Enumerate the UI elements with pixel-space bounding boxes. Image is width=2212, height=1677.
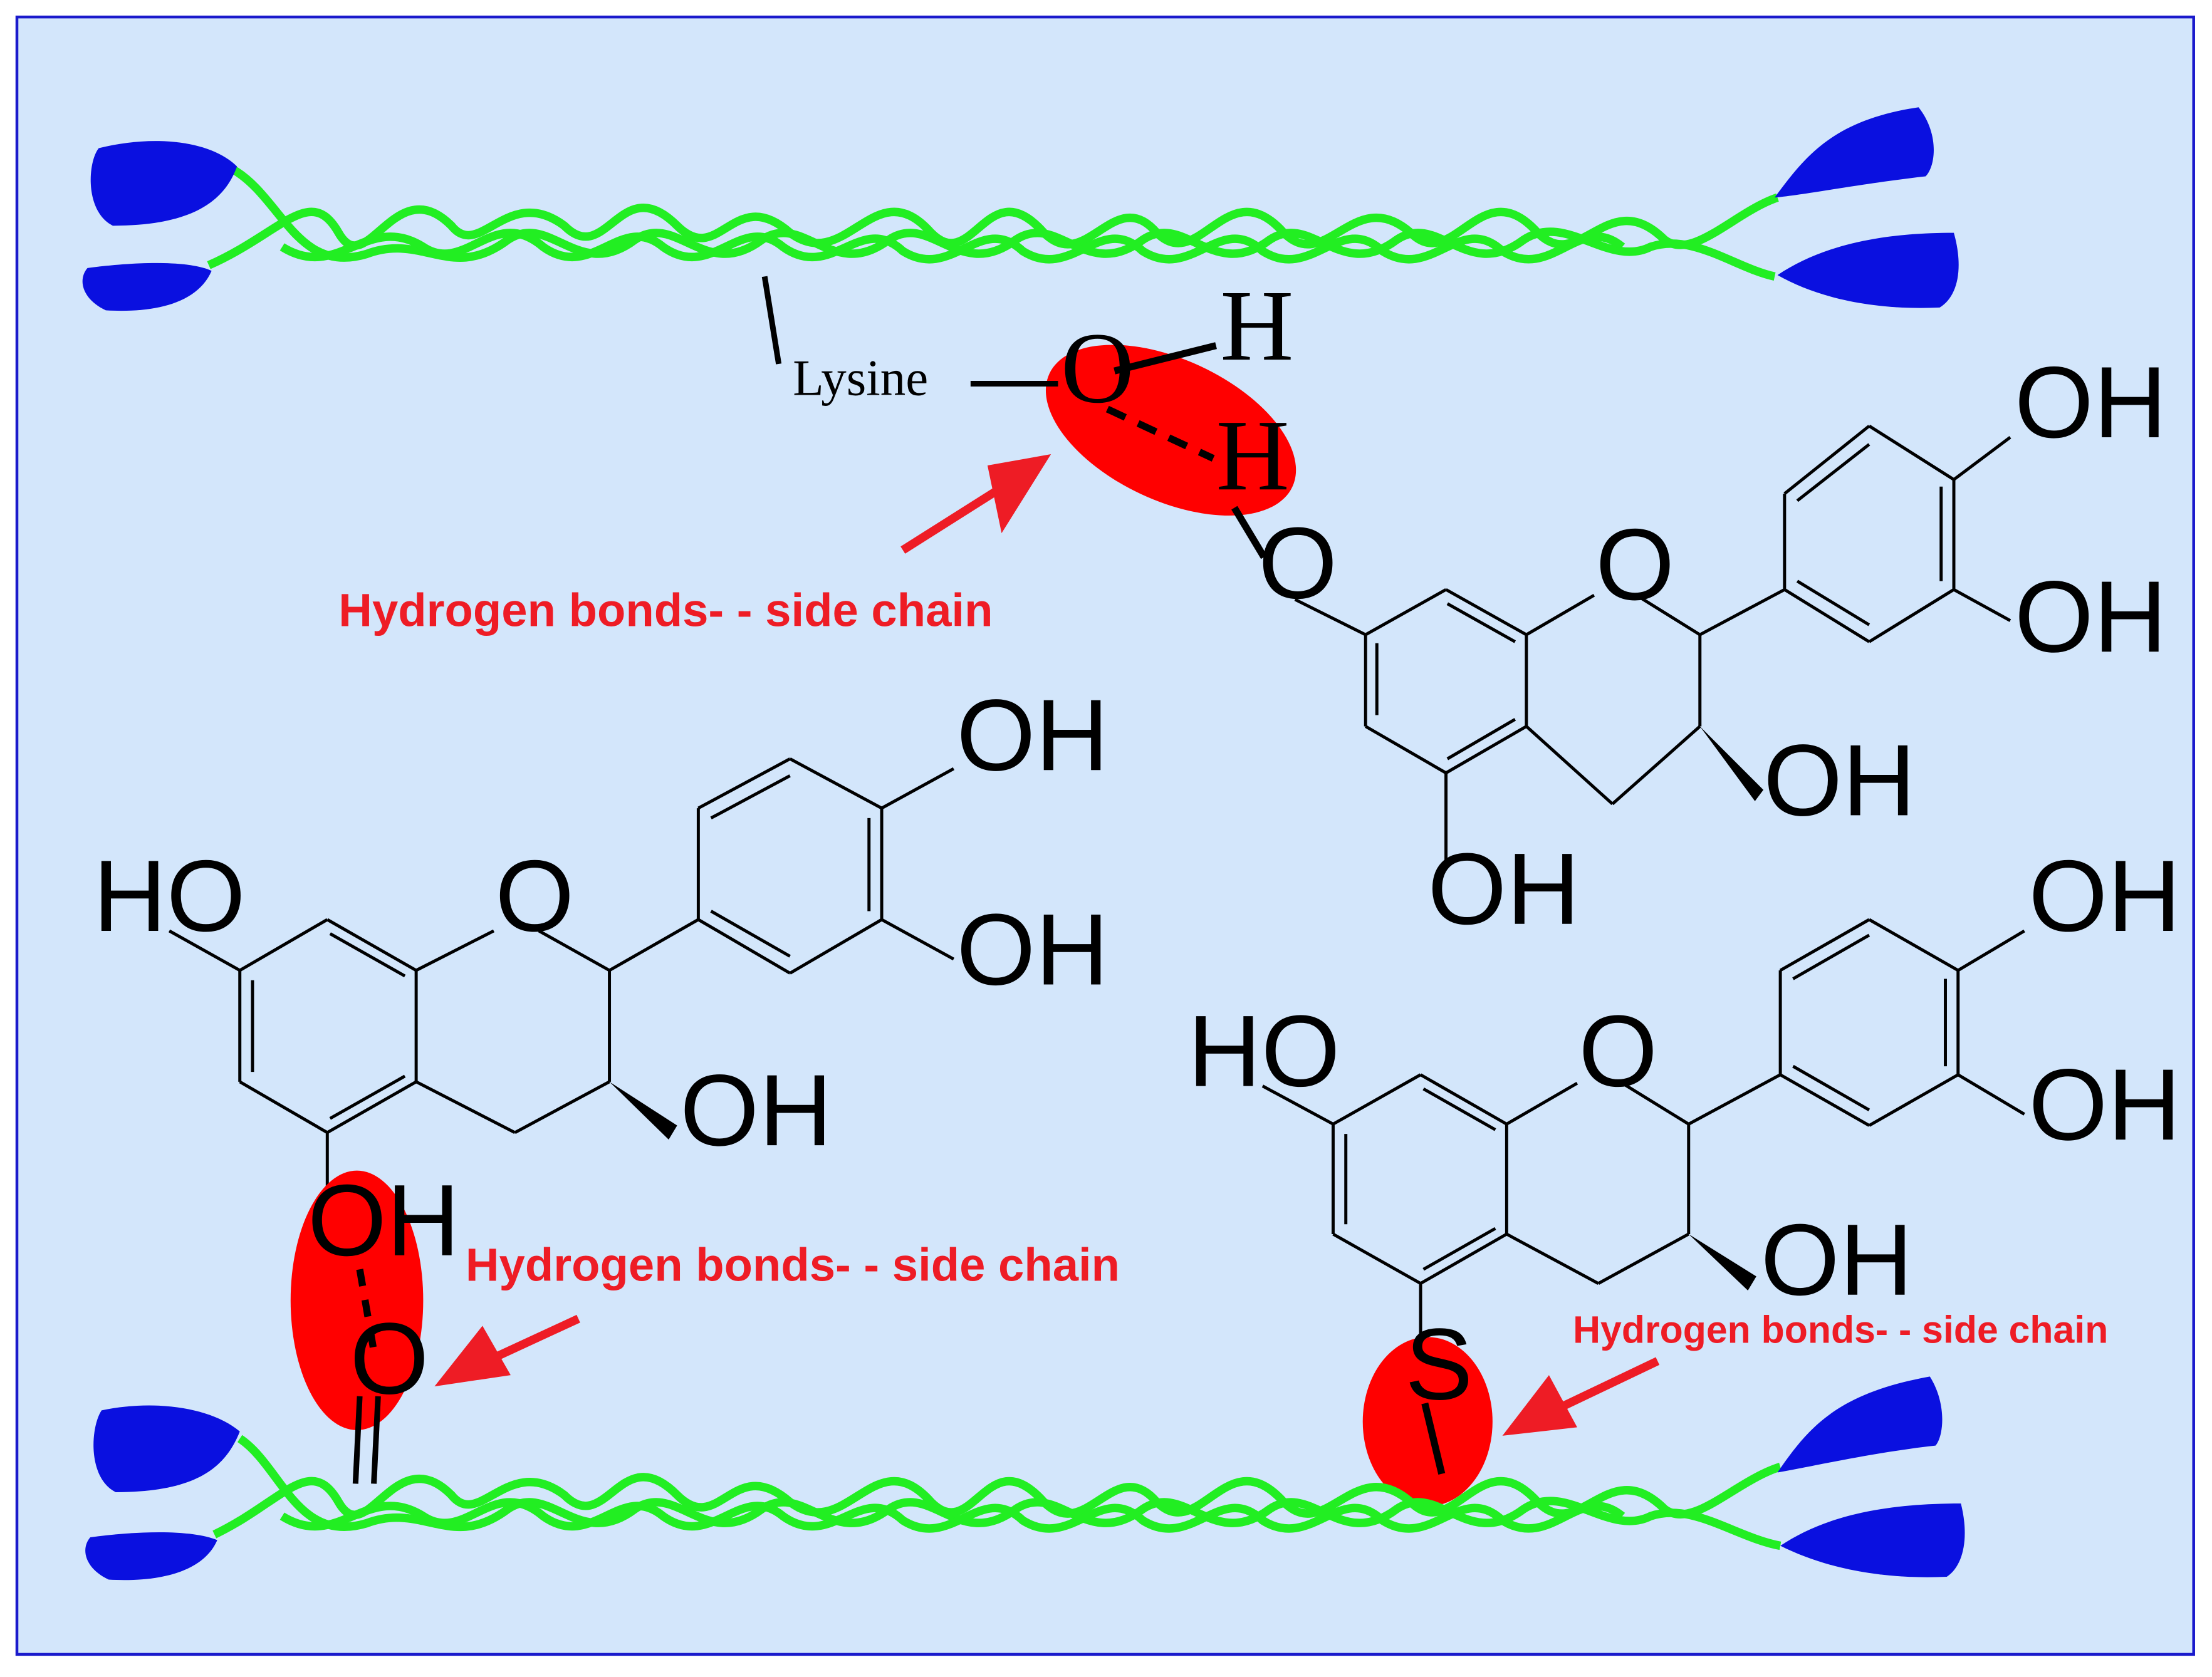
- left-hbond-label: Hydrogen bonds- - side chain: [466, 1238, 1120, 1290]
- bottom-collagen-strand: [212, 1435, 1782, 1550]
- top-hbond-dash: [1105, 405, 1215, 462]
- left-oh-para: OH: [956, 678, 1109, 792]
- top-right-oh-c5: OH: [1427, 833, 1580, 946]
- bottom-right-upper-terminal: [1777, 1376, 1943, 1473]
- catechin-top-right: [1294, 424, 2011, 868]
- carbonyl-bond-1: [352, 1396, 363, 1484]
- right-sulfur-atom: S: [1405, 1307, 1473, 1421]
- left-hbond-ellipse: [290, 1170, 424, 1430]
- right-hbond-label: Hydrogen bonds- - side chain: [1573, 1308, 2108, 1351]
- top-helix-strand-a: [207, 193, 1779, 269]
- bottom-left-upper-terminal: [93, 1405, 240, 1492]
- left-arrowhead: [434, 1326, 511, 1387]
- lysine-label: Lysine: [793, 350, 928, 406]
- left-hbond-o: O: [350, 1302, 429, 1415]
- h-to-phenol-o-bond: [1231, 506, 1267, 559]
- top-helix-strand-c: [279, 229, 1625, 264]
- right-oh-meta: OH: [2028, 1048, 2181, 1161]
- right-oh-c3: OH: [1761, 1203, 1913, 1317]
- right-oh-para: OH: [2028, 839, 2181, 953]
- bottom-helix-strand-b: [237, 1435, 1782, 1550]
- left-oh-meta: OH: [956, 893, 1109, 1007]
- oh-bond-to-h: [1114, 342, 1217, 375]
- sulfur-bond: [1421, 1402, 1446, 1475]
- right-ring-o: O: [1578, 995, 1657, 1108]
- top-right-oh-c3: OH: [1763, 724, 1916, 837]
- left-wedge-bond: [609, 1081, 677, 1140]
- bottom-helix-strand-c: [279, 1498, 1625, 1533]
- top-right-oh-para: OH: [2015, 346, 2167, 459]
- phenol-oxygen-atom: O: [1258, 507, 1337, 620]
- left-hbond-oh: OH: [308, 1164, 460, 1277]
- top-arrowhead: [987, 454, 1051, 534]
- hbond-h-bottom: H: [1216, 400, 1290, 512]
- top-hbond-label: Hydrogen bonds- - side chain: [338, 584, 993, 636]
- top-right-lower-terminal: [1777, 232, 1959, 308]
- top-right-ring-o: O: [1595, 508, 1674, 621]
- left-ho-c7: HO: [93, 839, 246, 953]
- bottom-helix-strand-a: [212, 1462, 1782, 1539]
- lysine-stick: [761, 276, 782, 365]
- top-right-oh-meta: OH: [2015, 560, 2167, 673]
- bottom-left-lower-terminal: [85, 1532, 217, 1581]
- top-left-upper-terminal: [90, 141, 237, 226]
- left-hbond-dash: [356, 1269, 378, 1352]
- catechin-left: [168, 757, 955, 1216]
- right-arrowhead: [1502, 1375, 1577, 1436]
- carbonyl-bond-2: [371, 1396, 381, 1484]
- right-wedge-bond: [1688, 1233, 1756, 1291]
- left-oh-c3: OH: [680, 1054, 832, 1167]
- top-collagen-strand: [207, 165, 1779, 281]
- top-left-lower-terminal: [82, 262, 212, 311]
- right-ho-c7: HO: [1188, 995, 1340, 1108]
- top-hbond-ellipse: [1045, 345, 1296, 516]
- top-right-wedge-bond: [1699, 726, 1764, 801]
- bottom-right-lower-terminal: [1780, 1503, 1965, 1577]
- catechin-right: [1261, 918, 2025, 1340]
- left-ring-o: O: [495, 839, 574, 953]
- hbond-h-top: H: [1220, 270, 1293, 382]
- top-right-upper-terminal: [1775, 107, 1934, 198]
